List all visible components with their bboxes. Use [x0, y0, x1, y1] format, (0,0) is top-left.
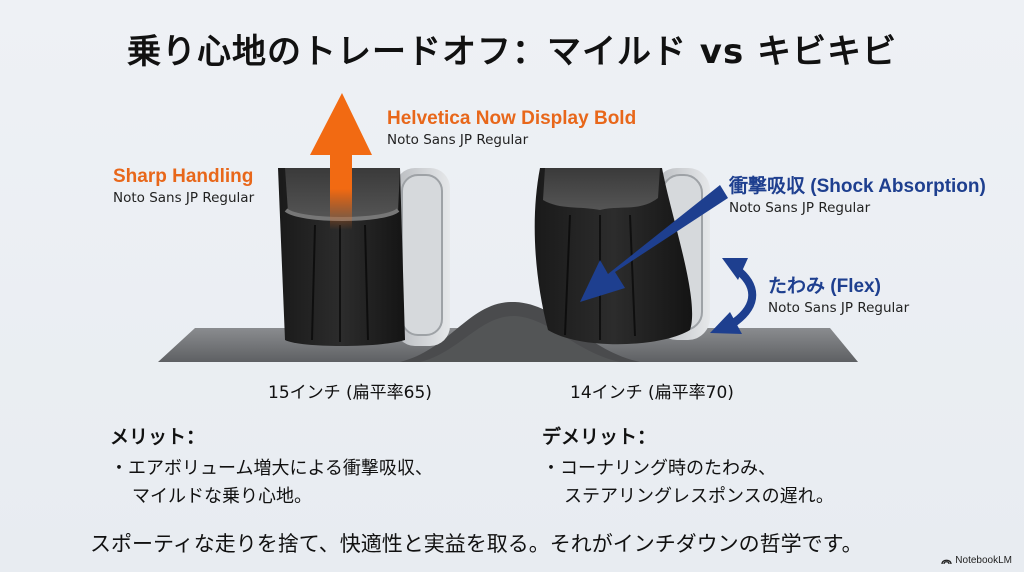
brand-watermark: NotebookLM — [941, 555, 1012, 566]
demerits-line-1: ・コーナリング時のたわみ、 — [542, 458, 776, 479]
demerits-section: デメリット： ・コーナリング時のたわみ、 ステアリングレスポンスの遅れ。 — [542, 422, 834, 511]
right-tire-caption: 14インチ (扁平率70) — [570, 383, 734, 403]
flex-sub: Noto Sans JP Regular — [768, 300, 910, 316]
left-tire — [278, 168, 450, 346]
sharp-handling-label: Sharp Handling Noto Sans JP Regular — [113, 166, 254, 206]
top-orange-main: Helvetica Now Display Bold — [387, 108, 637, 129]
merits-section: メリット： ・エアボリューム増大による衝撃吸収、 マイルドな乗り心地。 — [110, 422, 433, 511]
right-tire — [534, 168, 710, 345]
flex-label: たわみ (Flex) Noto Sans JP Regular — [768, 271, 909, 316]
top-orange-sub: Noto Sans JP Regular — [387, 132, 529, 148]
merits-line-2: マイルドな乗り心地。 — [132, 486, 312, 507]
shock-absorption-main: 衝撃吸収 (Shock Absorption) — [729, 176, 986, 197]
demerits-heading: デメリット： — [542, 426, 657, 448]
shock-absorption-arrow — [580, 185, 728, 302]
shock-absorption-label: 衝撃吸収 (Shock Absorption) Noto Sans JP Reg… — [729, 171, 986, 216]
merits-line-1: ・エアボリューム増大による衝撃吸収、 — [110, 458, 433, 479]
demerits-line-2: ステアリングレスポンスの遅れ。 — [564, 486, 834, 507]
flex-main: たわみ (Flex) — [768, 276, 881, 297]
footer-statement: スポーティな走りを捨て、快適性と実益を取る。それがインチダウンの哲学です。 — [90, 532, 863, 556]
top-orange-label: Helvetica Now Display Bold Noto Sans JP … — [387, 108, 636, 148]
merits-heading: メリット： — [110, 426, 206, 448]
sharp-handling-sub: Noto Sans JP Regular — [113, 190, 255, 206]
handling-up-arrow — [310, 93, 372, 230]
sharp-handling-main: Sharp Handling — [113, 166, 254, 187]
brand-label: NotebookLM — [955, 555, 1012, 566]
left-tire-caption: 15インチ (扁平率65) — [268, 383, 432, 403]
page-title: 乗り心地のトレードオフ：マイルド vs キビキビ — [126, 32, 898, 72]
notebooklm-logo-icon — [941, 559, 952, 565]
shock-absorption-sub: Noto Sans JP Regular — [729, 200, 871, 216]
